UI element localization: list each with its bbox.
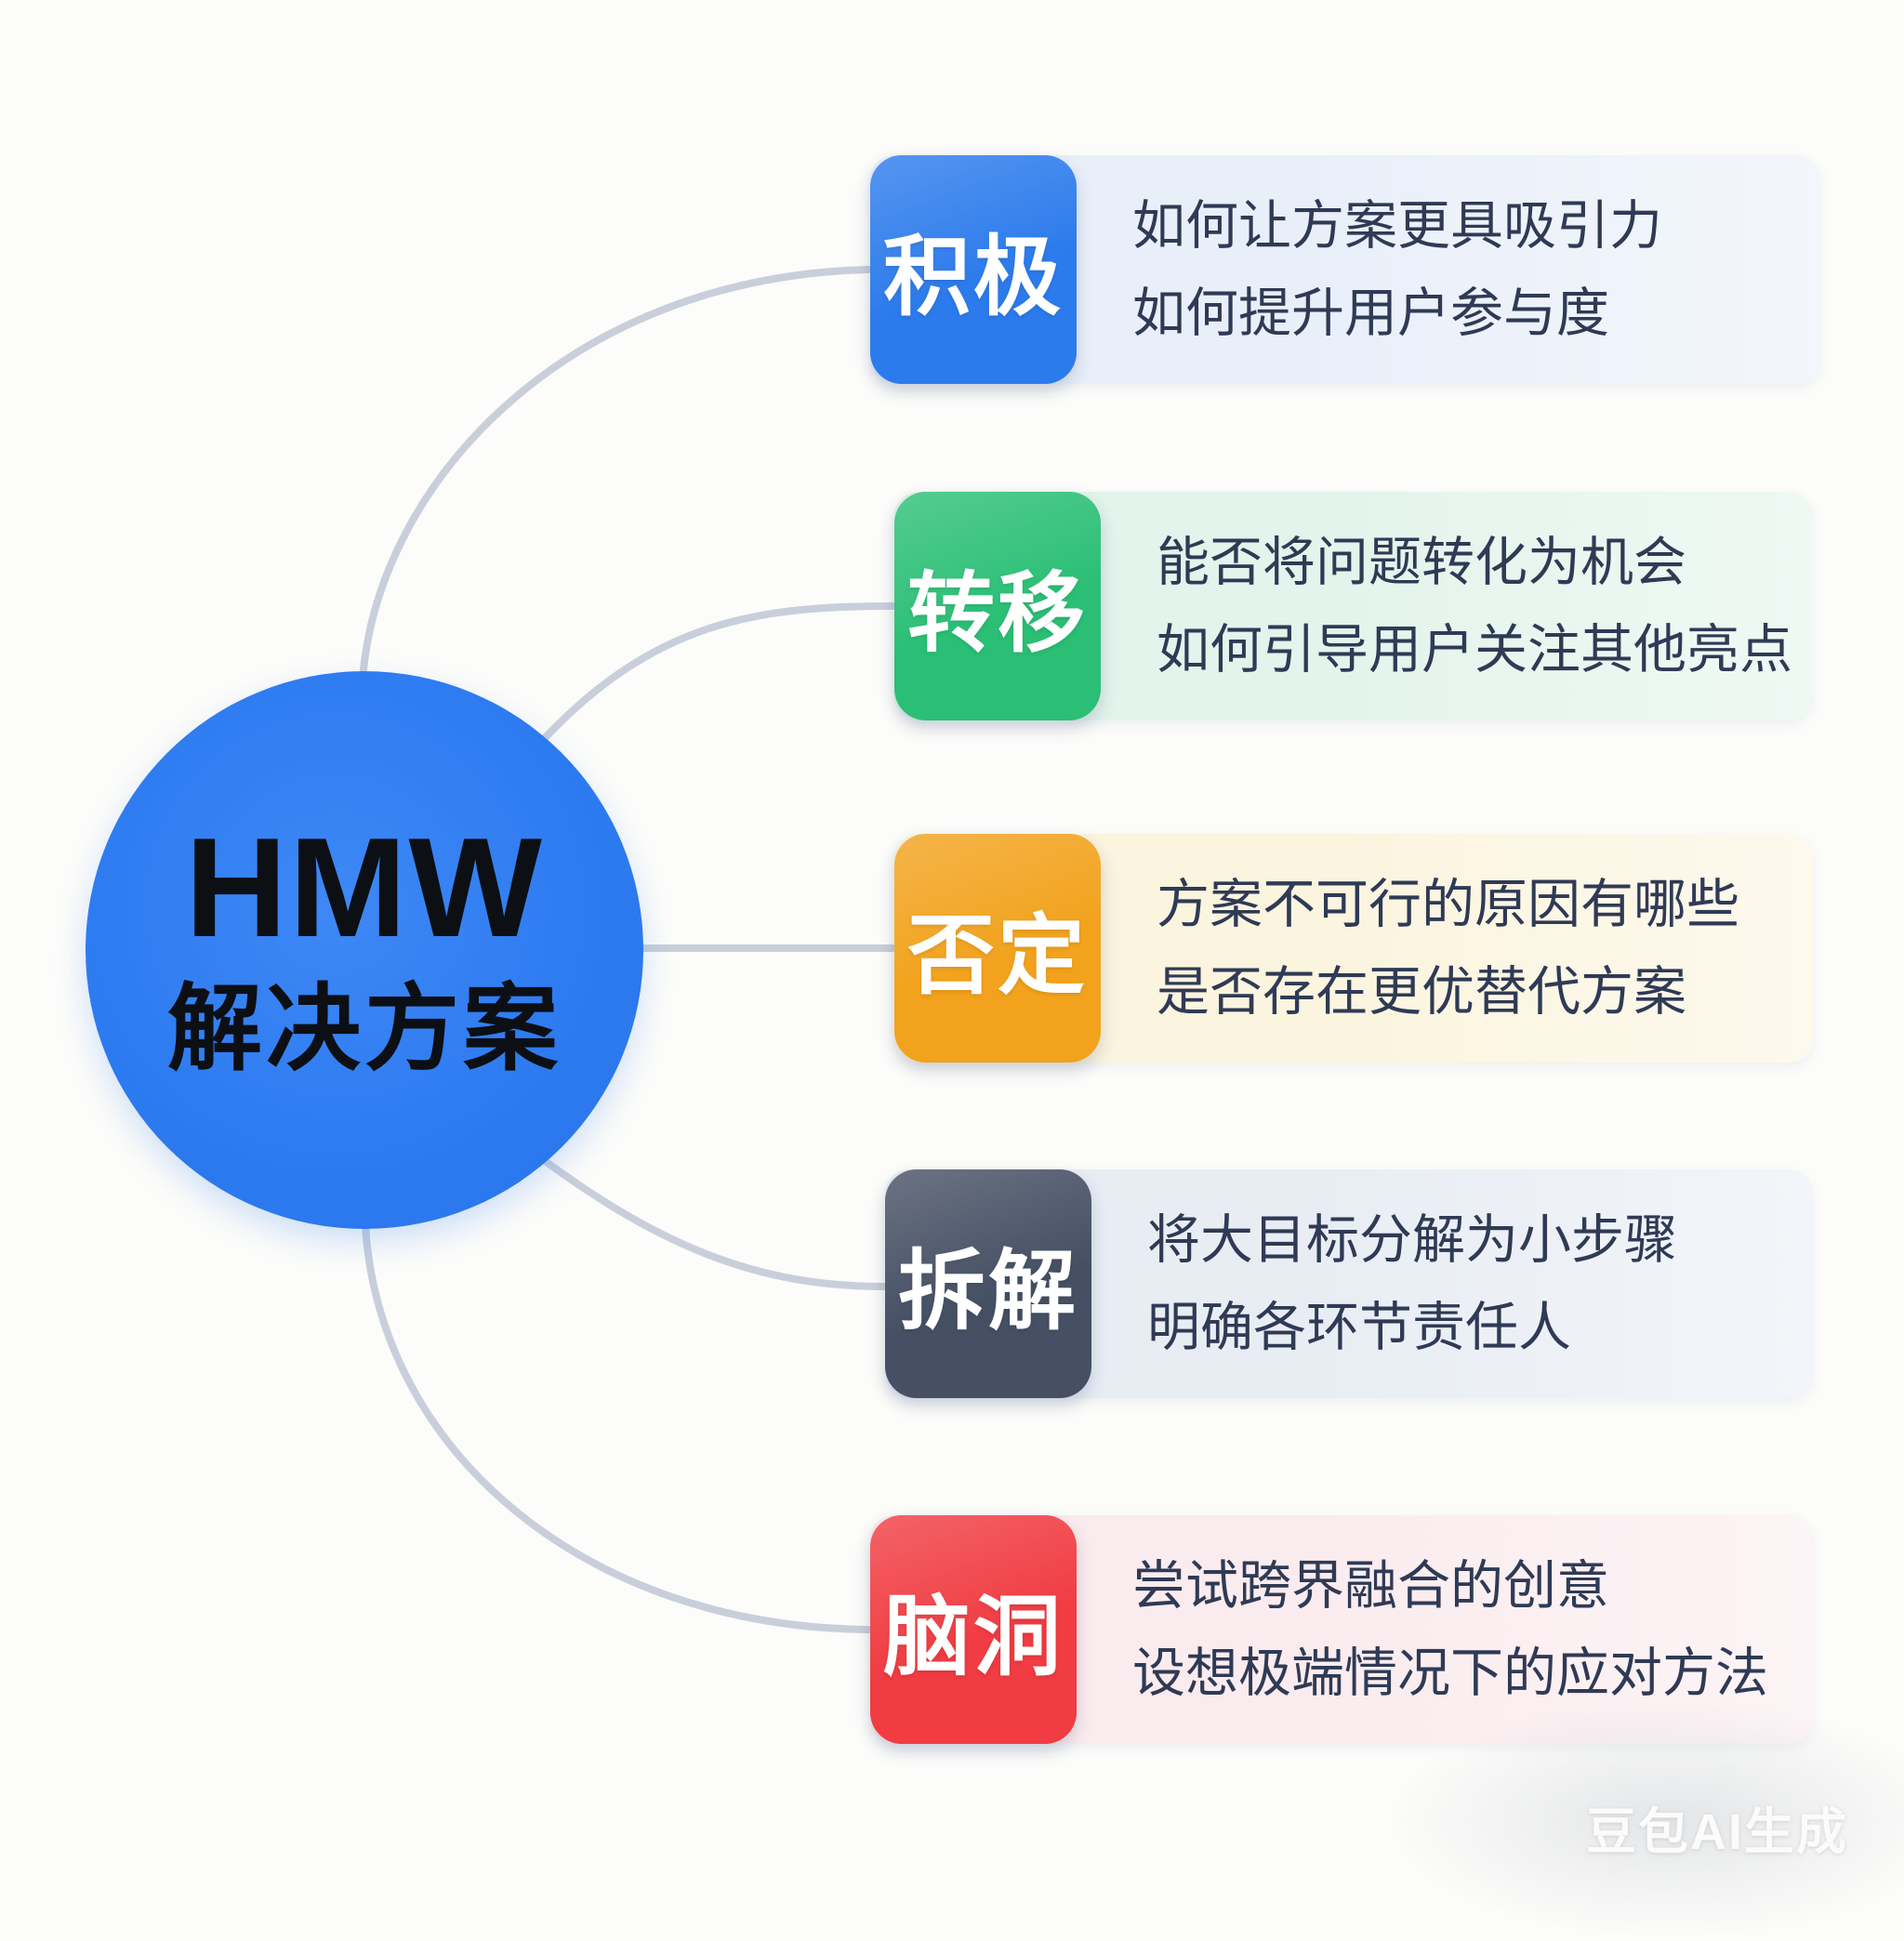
branch-text: 如何让方案更具吸引力 如何提升用户参与度 (1132, 155, 1798, 384)
branch-negate: 否定 方案不可行的原因有哪些 是否存在更优替代方案 (894, 834, 1813, 1063)
branch-text-line: 尝试跨界融合的创意 (1132, 1556, 1609, 1616)
central-node-subtitle: 解决方案 (167, 975, 562, 1082)
branch-tag: 脑洞 (870, 1515, 1077, 1744)
branch-decompose: 拆解 将大目标分解为小步骤 明确各环节责任人 (885, 1169, 1813, 1398)
branch-tag: 否定 (894, 834, 1101, 1063)
branch-tag: 转移 (894, 492, 1101, 720)
connector-line-decompose (540, 1156, 887, 1290)
branch-brainstorm: 脑洞 尝试跨界融合的创意 设想极端情况下的应对方法 (870, 1515, 1813, 1744)
branch-tag: 积极 (870, 155, 1077, 384)
branch-text-line: 如何引导用户关注其他亮点 (1157, 620, 1792, 680)
connector-line-transfer (540, 602, 896, 743)
branch-tag-label: 积极 (882, 228, 1064, 325)
branch-text-line: 明确各环节责任人 (1147, 1298, 1571, 1357)
central-node-title: HMW (185, 809, 544, 967)
connector-line-positive (359, 266, 872, 684)
branch-positive: 积极 如何让方案更具吸引力 如何提升用户参与度 (870, 155, 1820, 384)
branch-tag-label: 否定 (906, 906, 1088, 1004)
branch-text-line: 设想极端情况下的应对方法 (1132, 1644, 1768, 1703)
central-node: HMW 解决方案 (86, 671, 643, 1229)
branch-tag-label: 脑洞 (882, 1588, 1064, 1685)
watermark: 豆包AI生成 (1586, 1804, 1848, 1860)
branch-text: 将大目标分解为小步骤 明确各环节责任人 (1147, 1169, 1791, 1398)
branch-text-line: 能否将问题转化为机会 (1157, 533, 1686, 592)
branch-transfer: 转移 能否将问题转化为机会 如何引导用户关注其他亮点 (894, 492, 1813, 720)
connector-line-brainstorm (362, 1221, 872, 1633)
branch-text-line: 如何让方案更具吸引力 (1132, 196, 1662, 256)
branch-text: 能否将问题转化为机会 如何引导用户关注其他亮点 (1157, 492, 1792, 720)
branch-text-line: 方案不可行的原因有哪些 (1157, 875, 1739, 934)
branch-tag: 拆解 (885, 1169, 1091, 1398)
branch-text-line: 将大目标分解为小步骤 (1147, 1210, 1677, 1270)
branch-tag-label: 拆解 (897, 1242, 1078, 1340)
branch-text-line: 如何提升用户参与度 (1132, 284, 1609, 343)
branch-text: 方案不可行的原因有哪些 是否存在更优替代方案 (1157, 834, 1791, 1063)
branch-text: 尝试跨界融合的创意 设想极端情况下的应对方法 (1132, 1515, 1791, 1744)
branch-text-line: 是否存在更优替代方案 (1157, 962, 1686, 1022)
branch-tag-label: 转移 (906, 564, 1088, 662)
